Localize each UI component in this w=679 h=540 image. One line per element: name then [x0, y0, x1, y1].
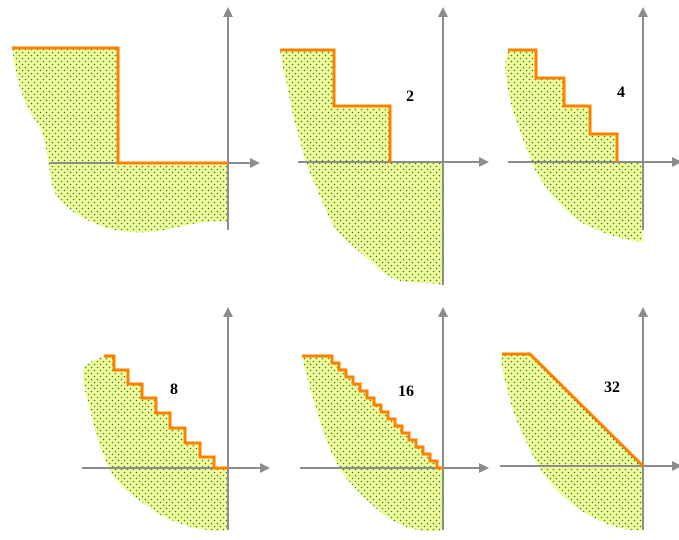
staircase-path: [280, 48, 392, 162]
panel-16: 16: [300, 307, 489, 532]
panel-4: 4: [505, 7, 679, 242]
staircase-path: [302, 354, 443, 470]
panel-8: 8: [82, 307, 270, 531]
panel-1: [12, 7, 260, 233]
step-count-label: 32: [604, 379, 620, 396]
panel-2: 2: [280, 7, 489, 285]
region-shape: [505, 50, 643, 242]
step-count-label: 8: [170, 381, 178, 398]
step-count-label: 2: [406, 88, 414, 105]
step-count-label: 16: [398, 383, 414, 400]
staircase-path: [508, 48, 619, 162]
region-shape: [501, 354, 643, 531]
staircase-path: [12, 46, 228, 165]
region-shape: [82, 356, 229, 531]
staircase-path: [104, 354, 228, 470]
region-shape: [280, 50, 443, 285]
region-shape: [302, 356, 443, 532]
step-count-label: 4: [617, 84, 625, 101]
staircase-path: [502, 352, 645, 468]
region-shape: [12, 48, 228, 233]
panel-32: 32: [500, 307, 679, 531]
